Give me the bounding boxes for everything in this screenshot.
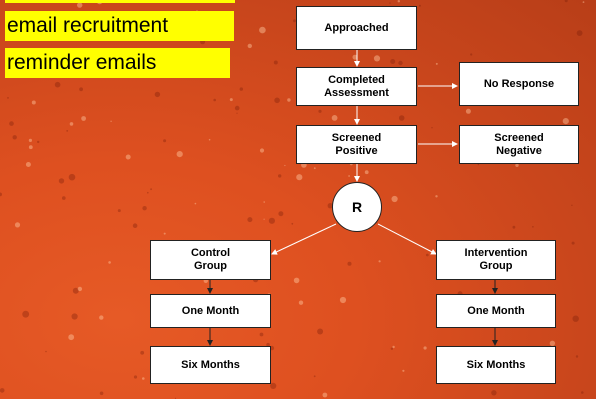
randomization-circle: R — [332, 182, 382, 232]
intervention-one-month-box: One Month — [436, 294, 556, 328]
reminder-emails-label: reminder emails — [5, 48, 230, 78]
control-one-month-box: One Month — [150, 294, 271, 328]
highlight-bar-top — [5, 0, 235, 3]
email-recruitment-label: email recruitment — [5, 11, 234, 41]
screened-positive-box: Screened Positive — [296, 125, 417, 164]
control-group-box: Control Group — [150, 240, 271, 280]
completed-assessment-box: Completed Assessment — [296, 67, 417, 106]
no-response-box: No Response — [459, 62, 579, 106]
intervention-group-box: Intervention Group — [436, 240, 556, 280]
control-six-months-box: Six Months — [150, 346, 271, 384]
approached-box: Approached — [296, 6, 417, 50]
intervention-six-months-box: Six Months — [436, 346, 556, 384]
screened-negative-box: Screened Negative — [459, 125, 579, 164]
